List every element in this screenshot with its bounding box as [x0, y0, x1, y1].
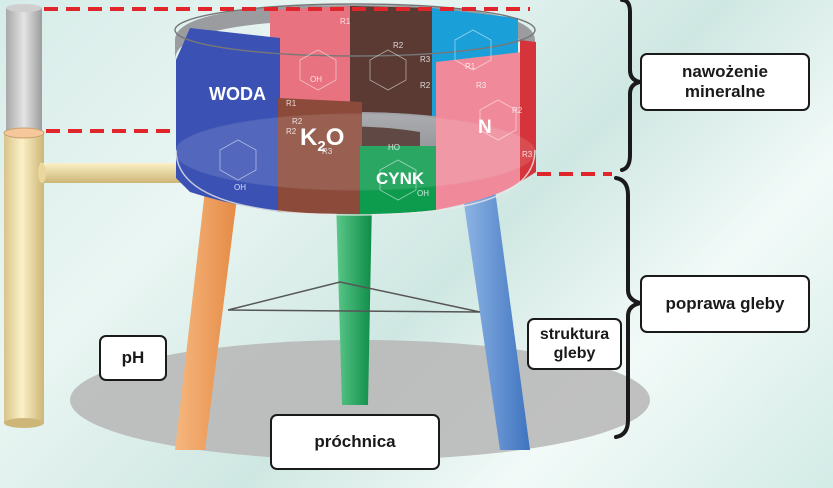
chem-fragment-label: R1 [340, 17, 351, 26]
chem-fragment-label: OH [234, 183, 246, 192]
stave-brown [350, 6, 432, 128]
leg-brace [227, 281, 481, 313]
chem-fragment-label: R3 [322, 147, 333, 156]
stave-zinc [360, 146, 438, 214]
brace-fertilization [620, 0, 641, 172]
k2o-tail: O [325, 124, 345, 151]
label-humus: próchnica [270, 414, 440, 470]
chem-fragment-label: OH [417, 189, 429, 198]
stave-water [176, 28, 280, 212]
chem-fragment-label: R3 [476, 81, 487, 90]
chem-fragment-label: R2 [512, 106, 523, 115]
chem-fragment-label: R2 [286, 127, 297, 136]
chem-fragment-label: R2 [420, 81, 431, 90]
leg-left [175, 190, 238, 450]
chem-fragment-label: OH [310, 75, 322, 84]
chem-fragment-label: R3 [522, 150, 533, 159]
stave-nitrogen [436, 52, 522, 210]
k2o-main: K [300, 124, 318, 151]
connector-tube [40, 163, 190, 183]
stave-potassium [278, 98, 362, 214]
stave-water-label: WODA [209, 84, 266, 104]
leg-middle [336, 200, 372, 405]
label-fertilization: nawożenie mineralne [640, 53, 810, 111]
yellow-tube [4, 133, 44, 423]
label-soil-structure: struktura gleby [527, 318, 622, 370]
chem-fragment-label: R2 [393, 41, 404, 50]
stave-nitrogen-label: N [478, 117, 492, 138]
label-soil-improvement: poprawa gleby [640, 275, 810, 333]
leg-right [462, 190, 530, 450]
chem-fragment-label: R2 [292, 117, 303, 126]
chem-structure-lines [219, 29, 517, 201]
stave-pink [270, 6, 350, 128]
chem-fragment-label: R1 [286, 99, 297, 108]
stave-red-edge [520, 40, 536, 182]
grey-pole [6, 8, 42, 133]
chem-fragment-label: R3 [420, 55, 431, 64]
stave-potassium-label: K2O [300, 124, 344, 155]
chem-fragment-label: R1 [465, 62, 476, 71]
stave-zinc-label: CYNK [376, 169, 425, 188]
k2o-sub: 2 [317, 137, 326, 155]
chem-fragment-label: HO [388, 143, 400, 152]
label-ph: pH [99, 335, 167, 381]
